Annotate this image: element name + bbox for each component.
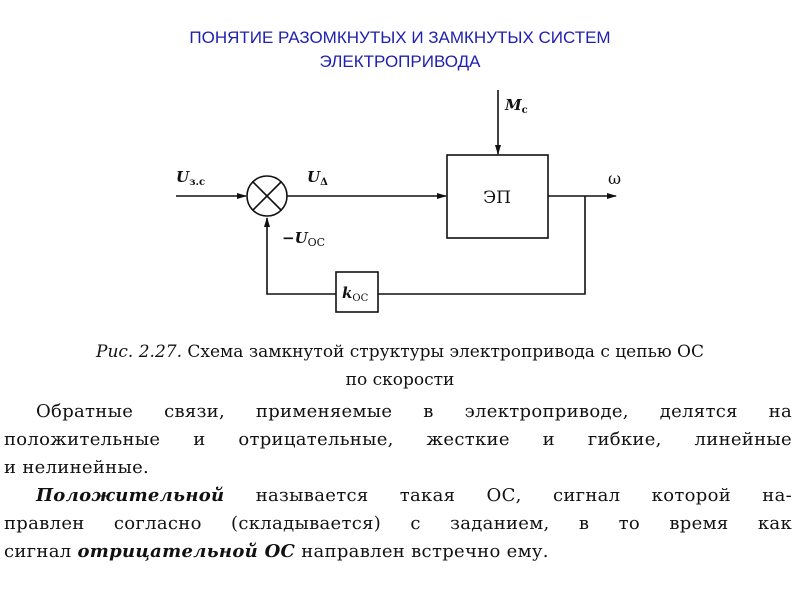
paragraph-feedback-types: Обратные связи, применяемые в электропри… <box>4 401 792 478</box>
figure-caption-line1: Рис. 2.27. Схема замкнутой структуры эле… <box>96 342 704 362</box>
paragraph-positive-negative: Положительной называется такая ОС, сигна… <box>4 485 792 562</box>
block-diagram: Uз.с UΔ −UОС Mс kОС ЭП ω <box>176 90 621 313</box>
slide-title-line1: ПОНЯТИЕ РАЗОМКНУТЫХ И ЗАМКНУТЫХ СИСТЕМ <box>189 28 611 47</box>
feedback-label: −UОС <box>282 229 325 249</box>
input-label: Uз.с <box>176 168 205 188</box>
gain-label: kОС <box>342 284 369 304</box>
load-torque-label: Mс <box>504 96 528 116</box>
slide-title-line2: ЭЛЕКТРОПРИВОДА <box>319 52 481 71</box>
error-label: UΔ <box>307 168 328 188</box>
feedback-path-right <box>378 196 586 295</box>
feedback-path-left <box>264 217 336 295</box>
feedback-gain-block <box>335 271 379 313</box>
figure-caption-line2: по скорости <box>345 370 455 390</box>
output-label: ω <box>608 169 621 188</box>
drive-block-label: ЭП <box>483 188 511 208</box>
